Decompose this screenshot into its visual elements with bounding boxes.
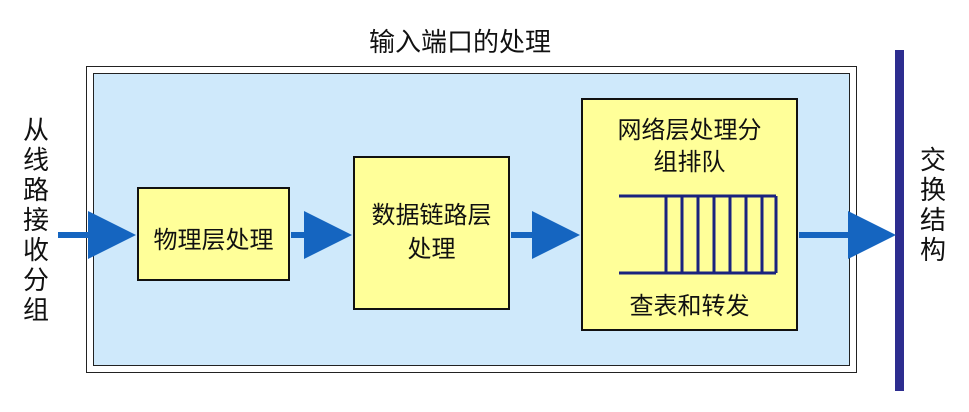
- input-label: 从线路接收分组: [22, 116, 49, 326]
- lookup-forward-label: 查表和转发: [629, 292, 750, 320]
- packet-queue-icon: [619, 194, 778, 275]
- physical-layer-label: 物理层处理: [153, 226, 274, 254]
- switch-fabric-bar: [895, 50, 904, 391]
- datalink-layer-label: 数据链路层处理: [371, 201, 492, 263]
- physical-layer-block: 物理层处理: [137, 187, 290, 281]
- datalink-layer-block: 数据链路层处理: [353, 156, 510, 310]
- diagram-title: 输入端口的处理: [368, 28, 551, 58]
- network-layer-label: 网络层处理分组排队: [617, 116, 762, 176]
- output-label: 交换结构: [919, 146, 946, 266]
